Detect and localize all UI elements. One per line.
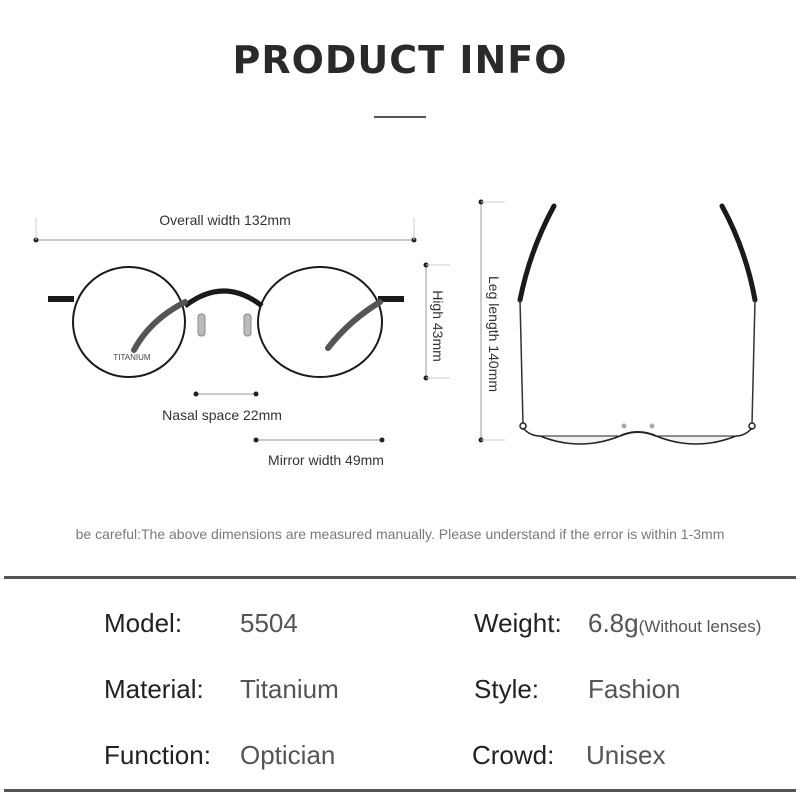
nasal-space-label: Nasal space 22mm (162, 407, 282, 423)
spec-function-value: Optician (240, 740, 335, 771)
glasses-diagram: Overall width 132mm TITANIUM High 43mm N… (33, 199, 758, 468)
function-label: Function: (104, 740, 211, 770)
leg-length-label: Leg length 140mm (486, 276, 502, 392)
weight-note: (Without lenses) (638, 617, 762, 636)
model-value: 5504 (240, 608, 298, 638)
spec-model: Model: (104, 608, 182, 639)
style-label: Style: (474, 674, 540, 704)
spec-weight-value: 6.8g(Without lenses) (588, 608, 761, 639)
crowd-value: Unisex (586, 740, 666, 770)
title-underline (374, 116, 426, 118)
leg-length-dimension: Leg length 140mm (478, 199, 505, 443)
spec-function: Function: (104, 740, 211, 771)
spec-crowd: Crowd: (472, 740, 554, 771)
spec-style-value: Fashion (588, 674, 681, 705)
divider-top (4, 576, 796, 579)
crowd-label: Crowd: (472, 740, 555, 770)
nasal-space-dimension: Nasal space 22mm (162, 391, 282, 423)
function-value: Optician (240, 740, 336, 770)
spec-material-value: Titanium (240, 674, 339, 705)
weight-value: 6.8g (588, 608, 639, 638)
lens-print: TITANIUM (113, 353, 151, 362)
spec-crowd-value: Unisex (586, 740, 665, 771)
measurement-note: be careful:The above dimensions are meas… (75, 526, 725, 542)
height-label: High 43mm (430, 290, 446, 362)
weight-label: Weight: (474, 608, 562, 638)
divider-bottom (4, 789, 796, 792)
height-dimension: High 43mm (423, 262, 450, 381)
style-value: Fashion (588, 674, 681, 704)
glasses-front-view: TITANIUM (48, 266, 404, 378)
mirror-width-label: Mirror width 49mm (268, 452, 384, 468)
spec-weight: Weight: (474, 608, 562, 639)
material-value: Titanium (240, 674, 339, 704)
material-label: Material: (104, 674, 204, 704)
spec-model-value: 5504 (240, 608, 298, 639)
model-label: Model: (104, 608, 183, 638)
glasses-top-view (517, 203, 758, 445)
page-title: PRODUCT INFO (232, 38, 568, 82)
overall-width-dimension: Overall width 132mm (33, 212, 417, 243)
spec-style: Style: (474, 674, 539, 705)
overall-width-label: Overall width 132mm (159, 212, 291, 228)
mirror-width-dimension: Mirror width 49mm (253, 437, 385, 468)
spec-material: Material: (104, 674, 204, 705)
